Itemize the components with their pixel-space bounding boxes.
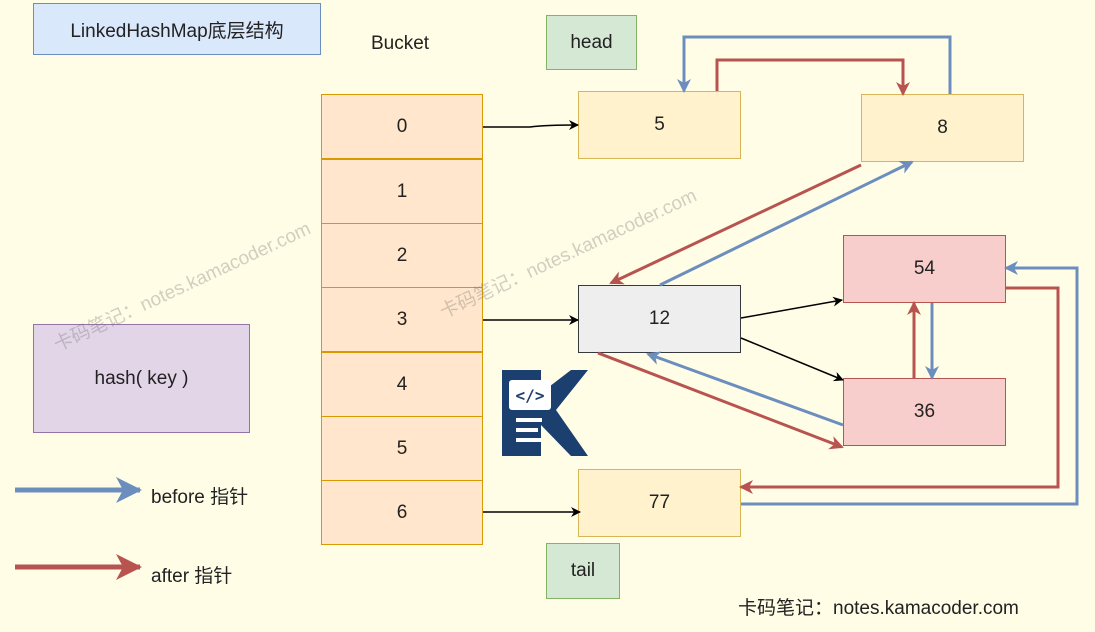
after-8-to-12-arrow: [609, 163, 862, 285]
node-36: 36: [843, 378, 1006, 446]
node12-to-node54-arrow: [740, 296, 843, 319]
before-8-to-5-arrow: [677, 35, 952, 94]
node-77: 77: [578, 469, 741, 537]
after-54-to-77-arrow: [739, 286, 1060, 494]
bucket-cell-3: 3: [321, 287, 483, 352]
node12-to-node36-arrow: [740, 337, 844, 382]
footer-credit: 卡码笔记：notes.kamacoder.com: [738, 598, 1019, 619]
diagram-title: LinkedHashMap底层结构: [33, 3, 321, 55]
bucket-cell-2: 2: [321, 223, 483, 288]
node-8: 8: [861, 94, 1024, 162]
legend-after-label: after 指针: [151, 566, 233, 587]
node-5: 5: [578, 91, 741, 159]
after-12-to-36-arrow: [597, 351, 844, 450]
before-77-to-54-arrow: [741, 261, 1079, 506]
bucket-cell-1: 1: [321, 159, 483, 224]
legend-before-label: before 指针: [151, 487, 249, 508]
svg-text:</>: </>: [516, 386, 545, 405]
bucket0-to-node5-arrow: [483, 120, 579, 131]
bucket-cell-4: 4: [321, 352, 483, 417]
hash-function-box: hash( key ): [33, 324, 250, 433]
before-12-to-8-arrow: [659, 160, 914, 287]
node-12: 12: [578, 285, 741, 353]
kamacoder-logo-icon: </>: [502, 370, 588, 456]
head-label-box: head: [546, 15, 637, 70]
bucket-cell-6: 6: [321, 480, 483, 545]
tail-label-box: tail: [546, 543, 620, 599]
after-5-to-8-arrow: [715, 58, 910, 96]
node-54: 54: [843, 235, 1006, 303]
bucket-label: Bucket: [371, 33, 430, 54]
before-36-to-12-arrow: [646, 351, 844, 427]
bucket-cell-0: 0: [321, 94, 483, 159]
